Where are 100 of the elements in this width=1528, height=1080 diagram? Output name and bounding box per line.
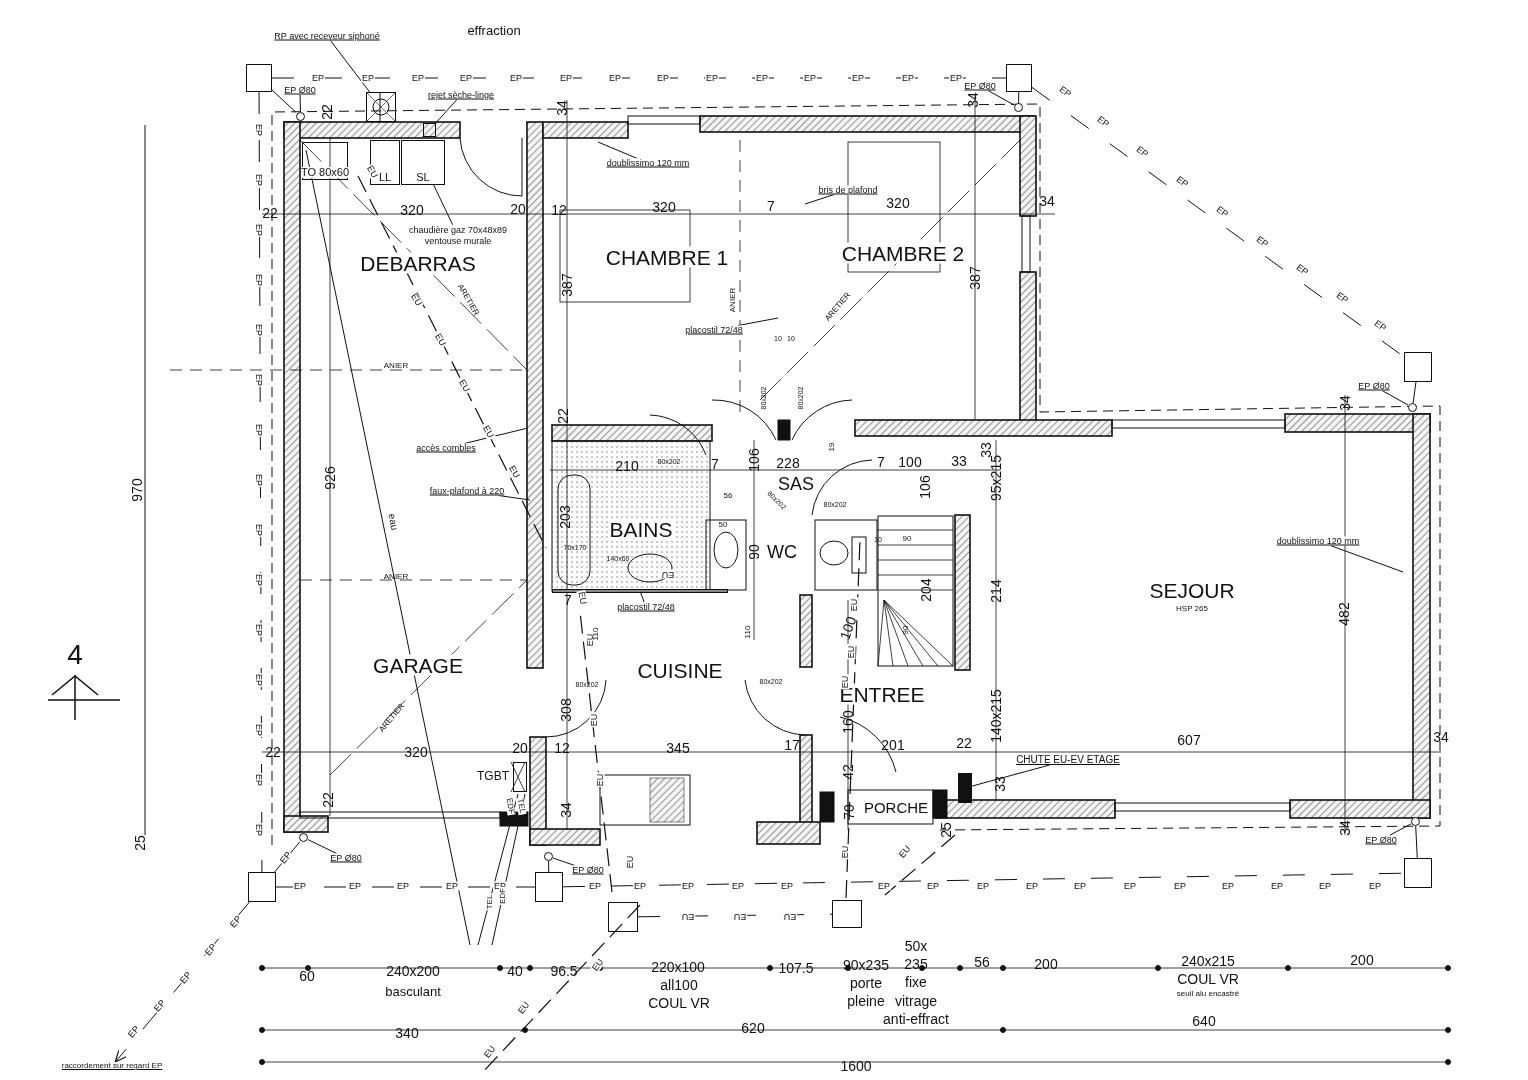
inspection-chamber-box xyxy=(246,64,272,92)
downpipe-line xyxy=(271,89,297,113)
dimension-text: 100 xyxy=(837,614,859,642)
dimension-text: 201 xyxy=(881,738,905,752)
leader-line xyxy=(299,94,301,113)
pipe-label: EU xyxy=(589,712,599,728)
pipe-label: EP xyxy=(253,623,263,637)
dimension-text: 33 xyxy=(979,442,993,458)
pipe-label: EP xyxy=(253,823,263,837)
pipe-label: EP xyxy=(1270,881,1284,891)
dimension-text: 320 xyxy=(404,745,428,759)
dimension-text: 107.5 xyxy=(778,961,814,975)
pipe-label: EP xyxy=(949,73,963,83)
dimension-text: COUL VR xyxy=(1177,972,1239,986)
pipe-label: EU xyxy=(456,377,472,395)
annotation-text: effraction xyxy=(467,23,521,37)
pipe-label: EP xyxy=(731,881,745,891)
pipe-label: EP xyxy=(901,73,915,83)
dimension-text: pleine xyxy=(847,994,885,1008)
pipe-label: EU xyxy=(849,597,859,613)
vent-outlet-box xyxy=(423,123,436,137)
pipe-label: EP xyxy=(278,849,294,867)
annotation-text: TGBT xyxy=(477,768,509,785)
downpipe-line xyxy=(1412,381,1417,404)
annotation-text: EP Ø80 xyxy=(283,85,317,95)
dimension-text: 33 xyxy=(951,454,967,468)
leader-line xyxy=(463,427,529,444)
leader-line xyxy=(640,592,645,603)
annotation-text: EP Ø80 xyxy=(329,853,363,863)
pipe-label: EP xyxy=(253,323,263,337)
pipe-label: EP xyxy=(1025,881,1039,891)
dimension-text: 320 xyxy=(886,196,910,210)
dimension-text: all100 xyxy=(660,978,698,992)
dimension-text: 926 xyxy=(323,466,337,490)
pipe-label: EP xyxy=(1123,881,1137,891)
dimension-text: 70 xyxy=(842,804,856,820)
leader-line xyxy=(737,317,779,326)
pipe-label: EP xyxy=(396,881,410,891)
pipe-label: EP xyxy=(253,273,263,287)
pipe-label: EP xyxy=(445,881,459,891)
dimension-text: anti-effract xyxy=(883,1012,949,1026)
dimension-text: porte xyxy=(850,976,882,990)
dimension-text: 90 xyxy=(902,625,910,635)
dimension-text: 220x100 xyxy=(651,960,705,974)
pipe-label: EP xyxy=(411,73,425,83)
roof-line-label: ANIER xyxy=(383,573,409,581)
pipe-label: EP xyxy=(926,881,940,891)
pipe-label: EU xyxy=(660,569,676,579)
pipe-label: EP xyxy=(253,173,263,187)
inspection-chamber-box xyxy=(535,872,563,902)
leader-line xyxy=(552,857,576,866)
dimension-text: 7 xyxy=(711,457,719,471)
dimension-text: 240x215 xyxy=(1181,954,1235,968)
fixture-box: SL xyxy=(401,140,445,185)
dimension-text: 22 xyxy=(265,745,281,759)
room-label: GARAGE xyxy=(372,654,464,676)
room-label: DEBARRAS xyxy=(359,252,477,274)
inspection-chamber-box xyxy=(1404,858,1432,888)
orientation-number: 4 xyxy=(67,641,83,669)
room-label: CHAMBRE 2 xyxy=(840,242,966,264)
dimension-text: 20 xyxy=(510,202,526,216)
dimension-text: 56 xyxy=(723,492,733,500)
pipe-label: EP xyxy=(253,723,263,737)
leader-line xyxy=(498,495,531,501)
leader-line xyxy=(1381,390,1409,406)
dimension-text: basculant xyxy=(385,984,441,998)
dimension-text: 40 xyxy=(507,964,523,978)
annotation-text: EP Ø80 xyxy=(1357,381,1391,391)
dimension-text: 110 xyxy=(744,625,752,639)
dimension-text: 22 xyxy=(321,792,335,808)
pipe-label: EP xyxy=(253,373,263,387)
pipe-label: EU xyxy=(846,644,856,660)
inspection-chamber-box xyxy=(832,900,862,928)
dimension-text: 19 xyxy=(828,442,836,452)
leader-line xyxy=(435,99,458,124)
annotation-text: ventouse murale xyxy=(424,236,492,248)
annotation-text: placostil 72/48 xyxy=(616,602,676,612)
drain-box xyxy=(366,92,396,122)
pipe-label: EU xyxy=(680,911,696,921)
pipe-label: EP xyxy=(559,73,573,83)
room-label: SAS xyxy=(777,475,815,493)
pipe-label: EP xyxy=(588,881,602,891)
dimension-text: 340 xyxy=(395,1026,419,1040)
inspection-chamber-box xyxy=(1404,352,1432,382)
leader-line xyxy=(804,194,835,205)
dimension-text: 12 xyxy=(554,741,570,755)
downpipe-post xyxy=(958,773,972,803)
dimension-text: 22 xyxy=(320,104,334,120)
dimension-text: fixe xyxy=(905,975,927,989)
dimension-text: seuil alu encastré xyxy=(1176,990,1240,998)
annotation-text: accès combles xyxy=(415,443,477,453)
leader-line xyxy=(987,90,1015,106)
dimension-text: 7 xyxy=(877,455,885,469)
pipe-label: TEL xyxy=(515,797,527,815)
pipe-label: EP xyxy=(803,73,817,83)
dimension-text: 42 xyxy=(841,764,855,780)
ceiling-height-text: HSP 265 xyxy=(1176,604,1208,615)
dimension-text: 25 xyxy=(939,822,953,838)
leader-line xyxy=(971,764,1051,787)
pipe-label: EU xyxy=(516,999,532,1017)
